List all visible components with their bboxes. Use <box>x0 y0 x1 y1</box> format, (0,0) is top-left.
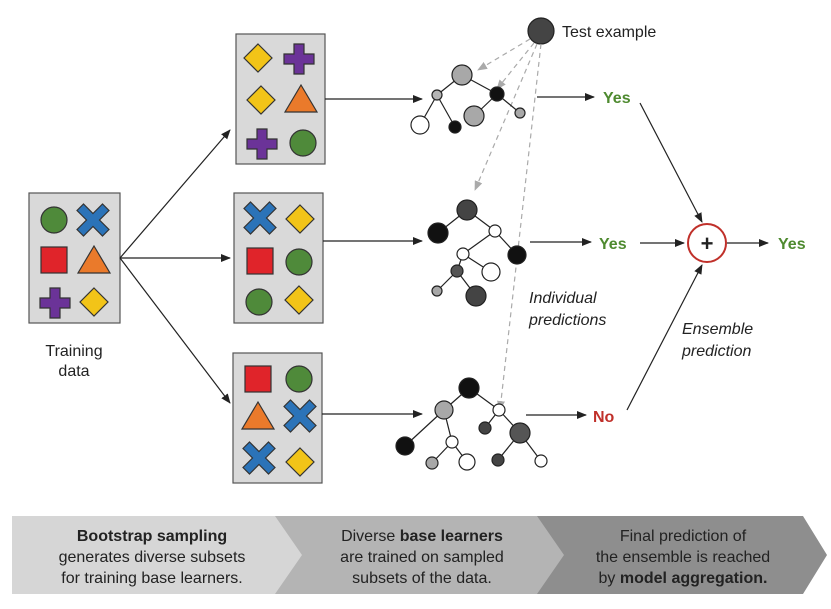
test-example-label: Test example <box>562 24 656 41</box>
stage1-line3: for training base learners. <box>61 570 242 587</box>
individual-predictions-label-line2: predictions <box>528 312 606 329</box>
aggregation-plus-node <box>687 223 727 263</box>
stage-band-aggregation <box>537 516 827 594</box>
arrow-pred1-to-combiner <box>639 102 703 223</box>
bootstrap-sample-2 <box>233 192 324 324</box>
final-prediction: Yes <box>778 236 806 253</box>
square-shape-icon <box>40 246 68 274</box>
stage2-line1-bold: base learners <box>400 528 503 545</box>
bootstrap-sample-1 <box>235 33 326 165</box>
dashed-arrow-to-tree1-root <box>477 38 531 71</box>
circle-shape-icon <box>245 288 273 316</box>
arrow-pred3-to-combiner <box>626 264 703 411</box>
circle-shape-icon <box>285 365 313 393</box>
ensemble-prediction-label-line2: prediction <box>681 343 751 360</box>
decision-tree-3 <box>395 377 548 471</box>
stage-band-base-learners <box>275 516 568 594</box>
stage3-line3: by model aggregation. <box>599 570 768 587</box>
dashed-arrow-to-tree1-node <box>496 42 535 90</box>
stage2-line1: Diverse base learners <box>341 528 503 545</box>
stage3-line3-bold: model aggregation. <box>620 570 768 587</box>
training-data-box <box>28 192 121 324</box>
bootstrap-sample-3 <box>232 352 323 484</box>
stage1-line2: generates diverse subsets <box>59 549 246 566</box>
individual-predictions-label-line1: Individual <box>529 290 597 307</box>
stage-band-bootstrap <box>12 516 306 594</box>
circle-shape-icon <box>40 206 68 234</box>
arrow-to-sample-3 <box>119 257 231 404</box>
prediction-tree-3: No <box>593 409 615 426</box>
stage2-line2: are trained on sampled <box>340 549 504 566</box>
stage1-line1: Bootstrap sampling <box>77 528 227 545</box>
square-shape-icon <box>246 247 274 275</box>
stage3-line1: Final prediction of <box>620 528 747 545</box>
prediction-tree-2: Yes <box>599 236 627 253</box>
aggregation-plus-symbol: + <box>701 231 714 256</box>
test-example-node <box>527 17 555 45</box>
circle-shape-icon <box>285 248 313 276</box>
ensemble-prediction-label-line1: Ensemble <box>682 321 753 338</box>
decision-tree-1 <box>410 64 526 135</box>
prediction-tree-1: Yes <box>603 90 631 107</box>
decision-tree-2 <box>427 199 527 307</box>
dashed-arrow-to-tree3 <box>497 43 542 411</box>
stage3-line3-prefix: by <box>599 570 620 587</box>
training-data-label-line1: Training <box>45 343 102 360</box>
circle-shape-icon <box>289 129 317 157</box>
stage2-line3: subsets of the data. <box>352 570 492 587</box>
stage3-line2: the ensemble is reached <box>596 549 770 566</box>
arrow-to-sample-1 <box>119 129 231 259</box>
training-data-label-line2: data <box>58 363 89 380</box>
square-shape-icon <box>244 365 272 393</box>
stage2-line1-prefix: Diverse <box>341 528 400 545</box>
